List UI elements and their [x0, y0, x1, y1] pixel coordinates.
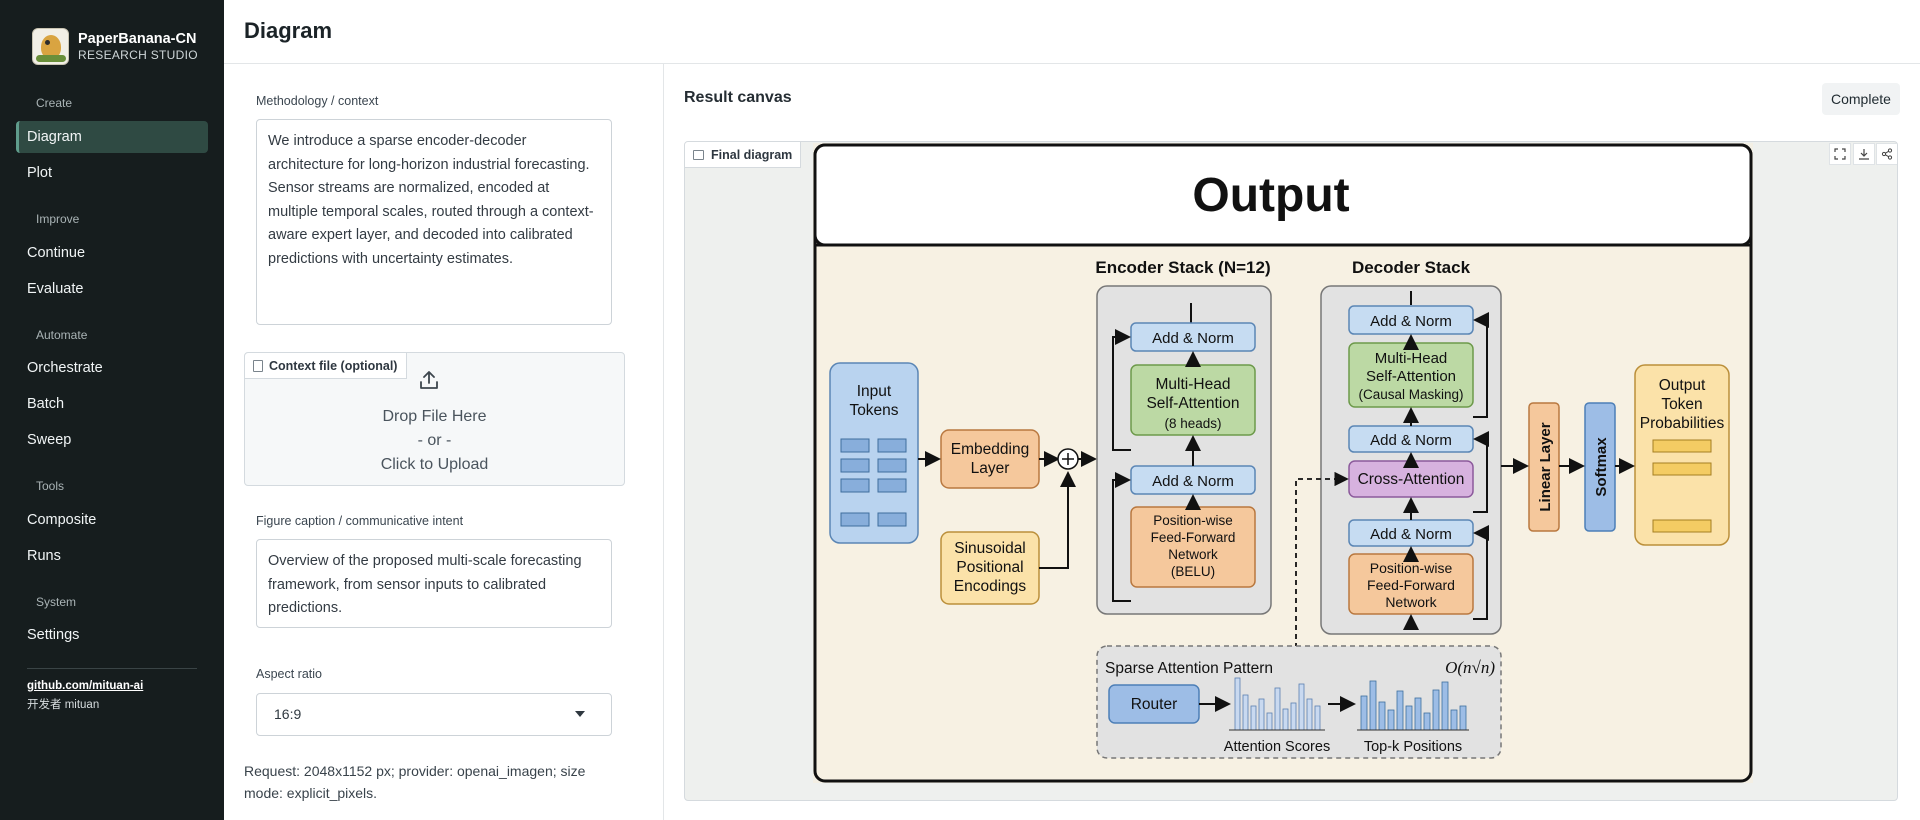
nav-section-automate: Automate — [36, 328, 88, 342]
enc-add-norm-2: Add & Norm — [1152, 473, 1234, 490]
sidebar-item-settings[interactable]: Settings — [27, 627, 80, 643]
nav-section-tools: Tools — [36, 479, 65, 493]
click-upload-text: Click to Upload — [380, 456, 489, 473]
sidebar: PaperBanana-CN RESEARCH STUDIO Create Di… — [0, 0, 224, 820]
page-title: Diagram — [244, 18, 333, 43]
decoder-title: Decoder Stack — [1352, 258, 1471, 277]
header: Diagram — [224, 0, 1920, 64]
final-diagram-label: Final diagram — [711, 147, 793, 162]
share-icon — [1881, 148, 1893, 160]
result-panel: Result canvas Complete Final diagram — [664, 64, 1920, 820]
drop-file-text: Drop File Here — [382, 408, 487, 425]
drop-or-text: - or - — [417, 432, 452, 449]
aspect-ratio-value: 16:9 — [274, 706, 302, 722]
share-button[interactable] — [1876, 143, 1897, 165]
enc-attn-note: (8 heads) — [1164, 416, 1221, 431]
status-badge: Complete — [1822, 83, 1900, 115]
sidebar-item-diagram[interactable]: Diagram — [16, 121, 208, 153]
image-icon — [693, 149, 704, 160]
methodology-input[interactable]: We introduce a sparse encoder-decoder ar… — [256, 119, 612, 325]
context-file-tab: Context file (optional) — [245, 353, 408, 379]
dec-add-norm-1: Add & Norm — [1370, 313, 1452, 330]
dec-cross-label: Cross-Attention — [1358, 471, 1465, 488]
brand-subtitle: RESEARCH STUDIO — [78, 48, 198, 62]
input-tokens-box — [829, 362, 919, 544]
request-note: Request: 2048x1152 px; provider: openai_… — [244, 763, 586, 801]
linear-label: Linear Layer — [1537, 422, 1554, 511]
sidebar-item-evaluate[interactable]: Evaluate — [27, 281, 84, 297]
sparse-title: Sparse Attention Pattern — [1105, 660, 1273, 677]
aspect-ratio-label: Aspect ratio — [256, 667, 323, 681]
aspect-ratio-select[interactable]: 16:9 — [256, 693, 612, 736]
download-button[interactable] — [1853, 143, 1875, 165]
sidebar-footer: github.com/mituan-ai 开发者 mituan — [27, 668, 197, 712]
nav-section-create: Create — [36, 96, 73, 110]
diagram-heading: Output — [1192, 169, 1349, 222]
context-file-dropzone[interactable]: Context file (optional) Drop File Here -… — [244, 352, 625, 486]
sidebar-item-orchestrate[interactable]: Orchestrate — [27, 360, 103, 376]
embedding-box — [940, 429, 1040, 489]
encoder-title: Encoder Stack (N=12) — [1095, 258, 1270, 277]
sidebar-item-continue[interactable]: Continue — [27, 245, 86, 261]
sidebar-item-sweep[interactable]: Sweep — [27, 432, 72, 448]
sidebar-item-runs[interactable]: Runs — [27, 548, 61, 564]
final-diagram-tab: Final diagram — [685, 142, 802, 168]
sidebar-item-plot[interactable]: Plot — [27, 165, 52, 181]
fullscreen-icon — [1834, 148, 1846, 160]
complexity-label: O(n√n) — [1445, 658, 1495, 677]
nav-section-system: System — [36, 595, 77, 609]
topk-label: Top-k Positions — [1364, 739, 1462, 755]
dec-add-norm-2: Add & Norm — [1370, 432, 1452, 449]
github-link[interactable]: github.com/mituan-ai — [27, 680, 144, 692]
caption-input[interactable]: Overview of the proposed multi-scale for… — [256, 539, 612, 628]
dec-attn-note: (Causal Masking) — [1358, 387, 1463, 402]
result-title: Result canvas — [684, 89, 792, 106]
softmax-label: Softmax — [1593, 437, 1610, 497]
nav-section-improve: Improve — [36, 212, 80, 226]
divider — [27, 668, 197, 669]
fullscreen-button[interactable] — [1829, 143, 1851, 165]
router-label: Router — [1131, 696, 1178, 713]
context-file-label: Context file (optional) — [269, 358, 398, 373]
form-panel: Methodology / context We introduce a spa… — [224, 64, 664, 820]
file-icon — [253, 359, 263, 372]
sidebar-item-batch[interactable]: Batch — [27, 396, 65, 412]
developer-credit: 开发者 mituan — [27, 699, 100, 711]
chevron-down-icon — [575, 711, 585, 717]
brand-name: PaperBanana-CN — [78, 31, 197, 47]
download-icon — [1859, 149, 1869, 160]
sidebar-item-composite[interactable]: Composite — [27, 512, 97, 528]
brand[interactable]: PaperBanana-CN RESEARCH STUDIO — [32, 28, 198, 65]
upload-icon — [420, 371, 438, 389]
brand-logo — [32, 28, 69, 65]
methodology-label: Methodology / context — [256, 94, 379, 108]
dec-add-norm-3: Add & Norm — [1370, 526, 1452, 543]
enc-add-norm-1: Add & Norm — [1152, 330, 1234, 347]
caption-label: Figure caption / communicative intent — [256, 514, 464, 528]
attention-scores-label: Attention Scores — [1224, 739, 1330, 755]
